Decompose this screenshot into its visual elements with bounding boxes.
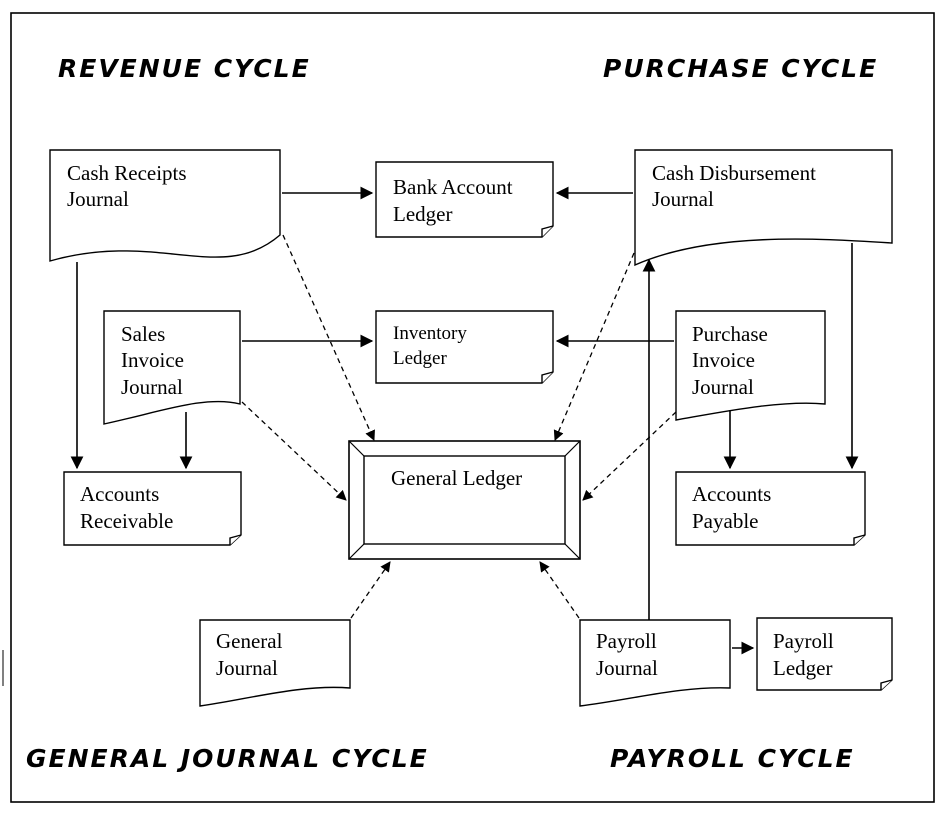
accounts-payable-ledger: Accounts Payable (675, 471, 866, 546)
doc-line: Accounts (80, 482, 159, 506)
cash-disbursement-journal: Cash Disbursement Journal (634, 149, 893, 267)
solid-arrows (70, 186, 859, 655)
dashed-cash-disbursement-to-gl (553, 252, 635, 441)
doc-line: Journal (652, 187, 714, 211)
revenue-cycle-title: REVENUE CYCLE (58, 54, 311, 83)
doc-line: Journal (216, 656, 278, 680)
general-ledger-label: General Ledger (391, 466, 522, 490)
bank-account-ledger: Bank Account Ledger (375, 161, 554, 238)
doc-line: Receivable (80, 509, 173, 533)
doc-line: Ledger (393, 348, 447, 369)
doc-line: Journal (121, 375, 183, 399)
dashed-cash-receipts-to-gl (282, 234, 375, 441)
doc-line: Ledger (773, 656, 832, 680)
accounts-receivable-ledger: Accounts Receivable (63, 471, 242, 546)
outer-frame (10, 12, 935, 803)
doc-line: Ledger (393, 202, 452, 226)
payroll-journal: Payroll Journal (579, 619, 731, 707)
doc-line: Journal (67, 187, 129, 211)
doc-line: Cash Receipts (67, 161, 187, 185)
purchase-invoice-journal: Purchase Invoice Journal (675, 310, 826, 421)
general-journal-cycle-title: GENERAL JOURNAL CYCLE (26, 744, 429, 773)
dashed-general-journal-to-gl (350, 561, 391, 619)
doc-line: Payroll (773, 629, 834, 653)
doc-line: Accounts (692, 482, 771, 506)
dashed-purchase-invoice-to-gl (582, 411, 677, 501)
doc-line: Payroll (596, 629, 657, 653)
doc-line: Purchase (692, 322, 768, 346)
doc-line: Journal (596, 656, 658, 680)
purchase-cycle-title: PURCHASE CYCLE (603, 54, 878, 83)
sales-invoice-journal: Sales Invoice Journal (103, 310, 241, 425)
doc-line: Bank Account (393, 175, 513, 199)
doc-line: Journal (692, 375, 754, 399)
inventory-ledger: Inventory Ledger (375, 310, 554, 384)
general-journal: General Journal (199, 619, 351, 707)
dashed-arrows (241, 234, 677, 619)
cash-receipts-journal: Cash Receipts Journal (49, 149, 281, 262)
general-ledger: General Ledger (348, 440, 581, 560)
doc-line: Cash Disbursement (652, 161, 816, 185)
doc-line: General (216, 629, 283, 653)
payroll-cycle-title: PAYROLL CYCLE (610, 744, 855, 773)
doc-line: Inventory (393, 323, 467, 344)
dashed-sales-invoice-to-gl (241, 401, 347, 501)
dashed-payroll-journal-to-gl (539, 561, 580, 619)
doc-line: Sales (121, 322, 165, 346)
doc-line: Payable (692, 509, 758, 533)
doc-line: Invoice (692, 348, 755, 372)
payroll-ledger: Payroll Ledger (756, 617, 893, 691)
doc-line: Invoice (121, 348, 184, 372)
